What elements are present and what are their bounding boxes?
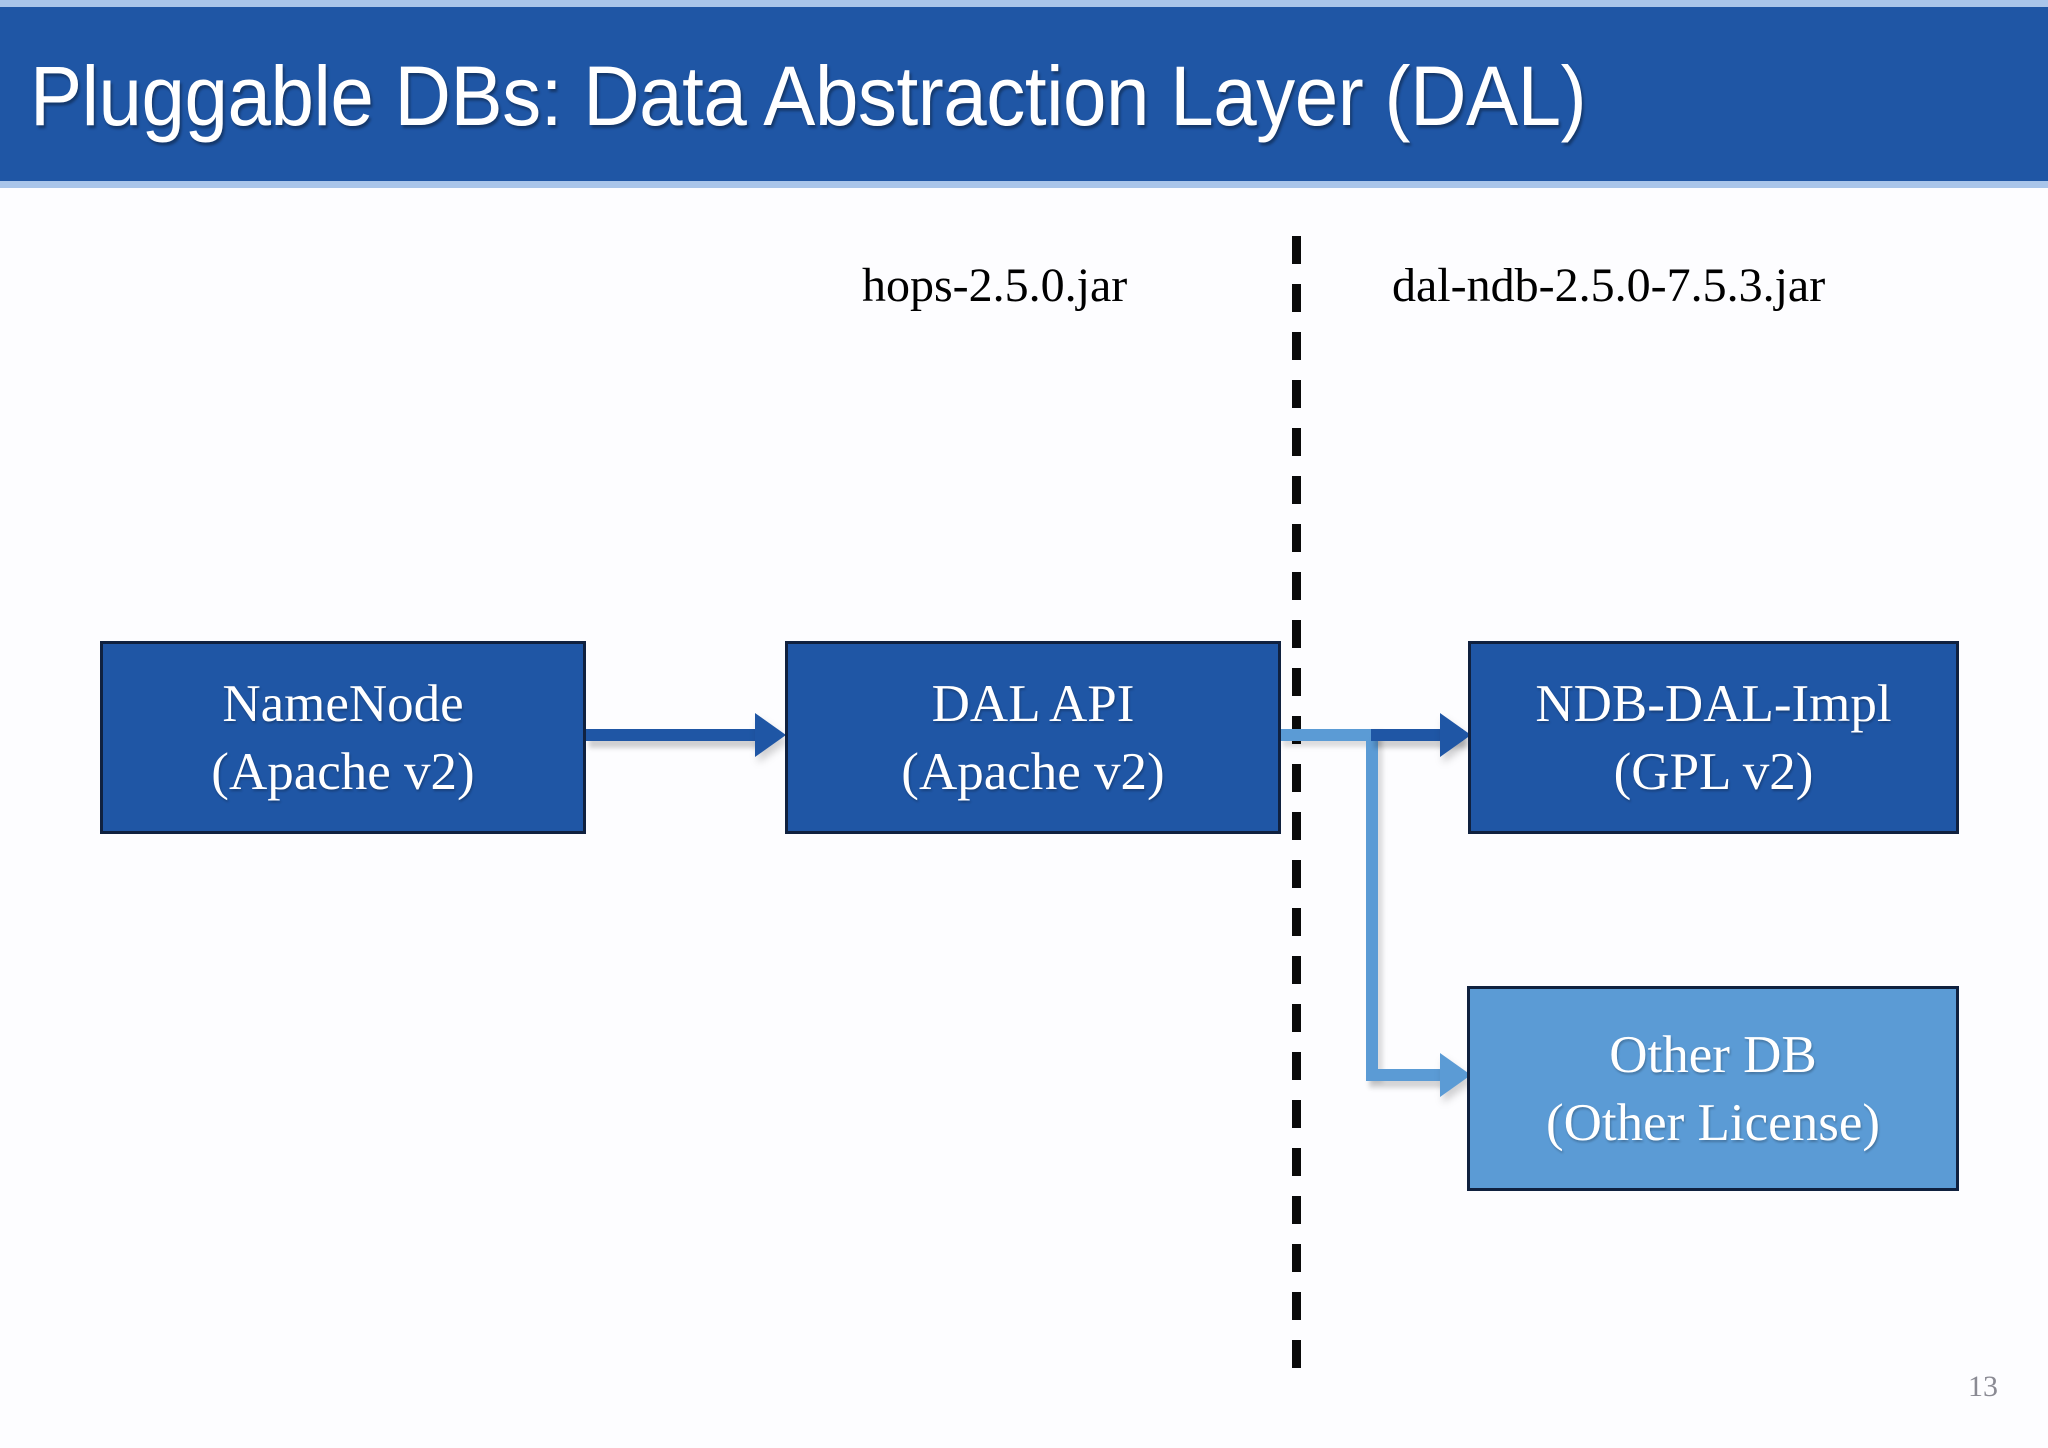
box-dal-api-license: (Apache v2) [901,742,1165,801]
box-dal-api-title: DAL API [931,674,1135,733]
arrow-namenode-to-dalapi-head [755,713,786,757]
arrow-dalapi-to-otherdb-segment-bottom [1366,1069,1446,1081]
box-namenode-title: NameNode [222,674,464,733]
box-ndb-dal-impl-license: (GPL v2) [1613,742,1814,801]
arrow-namenode-to-dalapi-shaft [586,729,761,741]
box-namenode-license: (Apache v2) [211,742,475,801]
jar-label-dal-ndb: dal-ndb-2.5.0-7.5.3.jar [1392,259,1826,312]
page-number: 13 [1968,1370,1998,1403]
box-namenode: NameNode (Apache v2) [100,641,586,834]
arrow-dalapi-to-otherdb-segment-vertical [1366,729,1378,1081]
jar-label-hops: hops-2.5.0.jar [862,259,1128,312]
box-other-db-license: (Other License) [1545,1093,1881,1152]
arrow-dalapi-to-otherdb-segment-top [1281,729,1378,741]
dashed-divider-line [1292,236,1301,1378]
arrow-dalapi-to-otherdb-head [1440,1053,1471,1097]
slide-title-bar: Pluggable DBs: Data Abstraction Layer (D… [0,0,2048,188]
box-ndb-dal-impl-title: NDB-DAL-Impl [1535,674,1892,733]
box-other-db-title: Other DB [1609,1025,1817,1084]
box-dal-api: DAL API (Apache v2) [785,641,1281,834]
page-title: Pluggable DBs: Data Abstraction Layer (D… [30,48,1587,143]
box-other-db: Other DB (Other License) [1467,986,1959,1191]
arrow-dalapi-to-ndbdal-head [1440,713,1471,757]
box-ndb-dal-impl: NDB-DAL-Impl (GPL v2) [1468,641,1959,834]
